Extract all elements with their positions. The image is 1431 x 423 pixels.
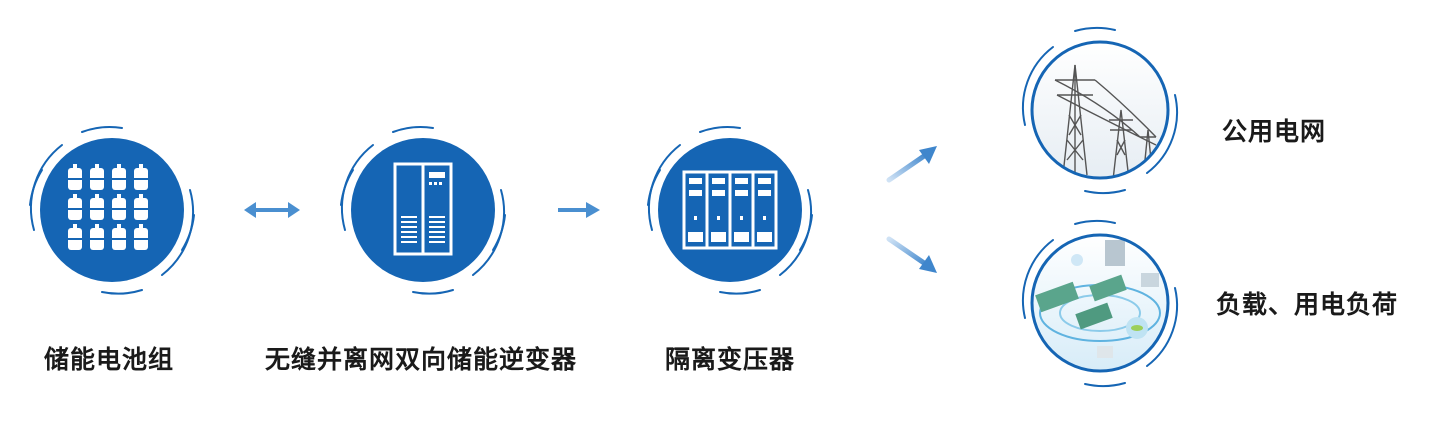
load-node [1022, 219, 1178, 388]
transformer-cabinet-icon [682, 170, 778, 250]
inverter-cabinet-icon [393, 162, 453, 256]
transformer-node [647, 126, 813, 295]
transformer-label: 隔离变压器 [665, 345, 796, 374]
electrical-load-icon [1035, 240, 1161, 358]
inverter-node [340, 126, 506, 295]
battery-node [29, 126, 195, 295]
grid-label: 公用电网 [1222, 117, 1327, 146]
bidirectional-arrow [244, 202, 300, 218]
battery-label: 储能电池组 [44, 345, 175, 374]
forward-arrow [558, 202, 600, 218]
power-tower-icon [1054, 64, 1157, 178]
arrow-to-load [886, 236, 937, 273]
load-label: 负载、用电负荷 [1216, 290, 1399, 319]
grid-node [1022, 26, 1178, 195]
arrow-to-grid [886, 146, 937, 183]
inverter-label: 无缝并离网双向储能逆变器 [265, 345, 578, 374]
